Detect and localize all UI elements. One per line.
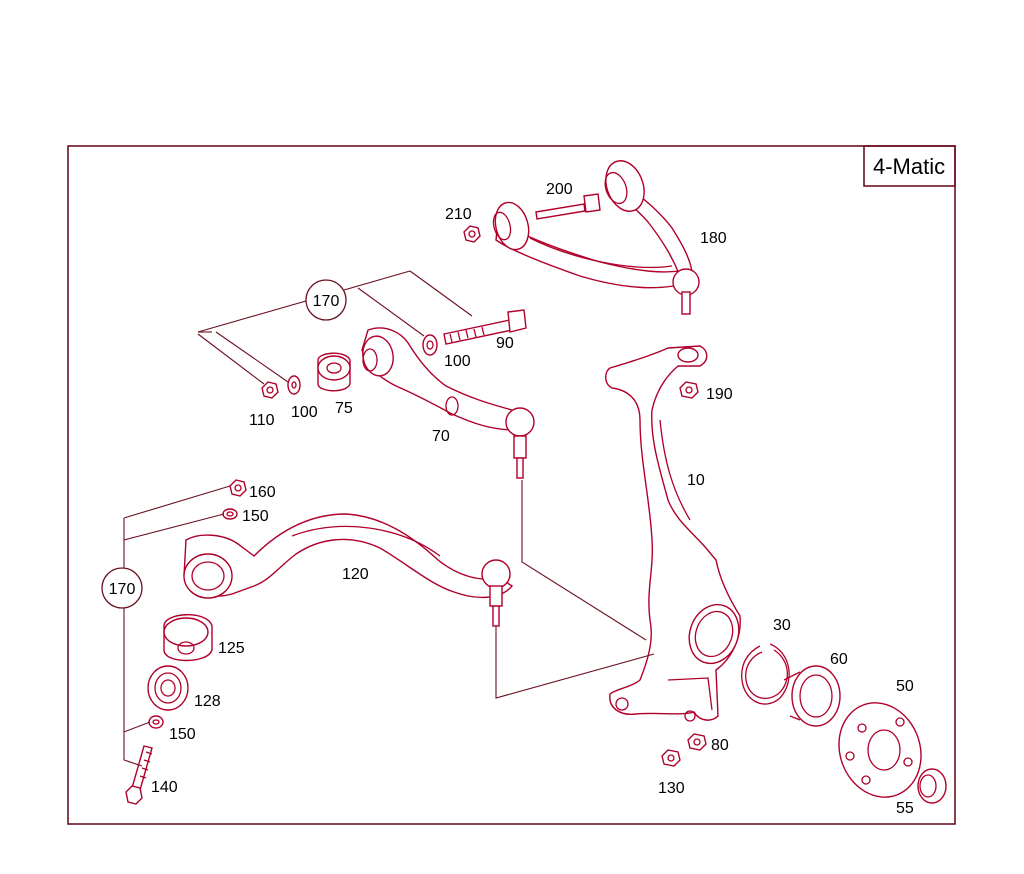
part-128-bushing-ring[interactable]: [147, 665, 189, 711]
part-70-control-arm[interactable]: [360, 327, 535, 479]
label-150-lower[interactable]: 150: [169, 726, 196, 743]
label-160[interactable]: 160: [249, 484, 276, 501]
group-callout-upper: 170: [305, 279, 347, 321]
label-125[interactable]: 125: [218, 640, 245, 657]
part-190-nut[interactable]: [679, 381, 699, 399]
group-callout-lower: 170: [101, 567, 143, 609]
label-90[interactable]: 90: [496, 335, 514, 352]
label-210[interactable]: 210: [445, 206, 472, 223]
label-60[interactable]: 60: [830, 651, 848, 668]
variant-badge-text: 4-Matic: [873, 154, 945, 179]
label-80[interactable]: 80: [711, 737, 729, 754]
label-180[interactable]: 180: [700, 230, 727, 247]
part-80-nut[interactable]: [687, 733, 707, 751]
part-75-bushing[interactable]: [317, 352, 351, 392]
label-110[interactable]: 110: [249, 412, 275, 429]
label-70[interactable]: 70: [432, 428, 450, 445]
svg-text:170: 170: [109, 581, 136, 598]
label-150-upper[interactable]: 150: [242, 508, 269, 525]
part-10-steering-knuckle[interactable]: [605, 345, 747, 722]
label-130[interactable]: 130: [658, 780, 685, 797]
label-30[interactable]: 30: [773, 617, 791, 634]
label-55[interactable]: 55: [896, 800, 914, 817]
part-200-bolt[interactable]: [535, 193, 601, 220]
part-130-nut[interactable]: [661, 749, 681, 767]
part-30-circlip[interactable]: [741, 643, 790, 705]
part-60-wheel-bearing[interactable]: [783, 665, 841, 727]
svg-text:170: 170: [313, 293, 340, 310]
part-55-hub-cap[interactable]: [917, 768, 947, 804]
part-150-washer-lower[interactable]: [148, 715, 164, 729]
part-90-bolt[interactable]: [443, 309, 527, 345]
label-200[interactable]: 200: [546, 181, 573, 198]
label-120[interactable]: 120: [342, 566, 369, 583]
diagram-frame: [67, 145, 956, 825]
part-210-nut[interactable]: [463, 225, 481, 243]
leader-lines: [123, 270, 655, 767]
label-75[interactable]: 75: [335, 400, 353, 417]
label-128[interactable]: 128: [194, 693, 221, 710]
part-160-nut[interactable]: [229, 479, 247, 497]
part-150-washer-upper[interactable]: [222, 508, 238, 520]
part-100-washer-lower[interactable]: [287, 375, 301, 395]
part-140-bolt[interactable]: [125, 745, 153, 805]
label-100-upper[interactable]: 100: [444, 353, 471, 370]
part-50-wheel-hub[interactable]: [826, 691, 934, 809]
label-100-lower[interactable]: 100: [291, 404, 318, 421]
label-50[interactable]: 50: [896, 678, 914, 695]
part-120-lower-control-arm[interactable]: [183, 513, 514, 627]
part-100-washer-upper[interactable]: [422, 334, 438, 356]
part-labels: 200 210 180 90 100 190 100 75 110 70 10 …: [151, 181, 914, 817]
part-110-nut[interactable]: [261, 381, 279, 399]
part-125-bushing[interactable]: [163, 614, 213, 662]
label-190[interactable]: 190: [706, 386, 733, 403]
part-180-upper-control-arm[interactable]: [490, 155, 700, 315]
label-140[interactable]: 140: [151, 779, 178, 796]
variant-badge: 4-Matic: [863, 145, 956, 187]
label-10[interactable]: 10: [687, 472, 705, 489]
